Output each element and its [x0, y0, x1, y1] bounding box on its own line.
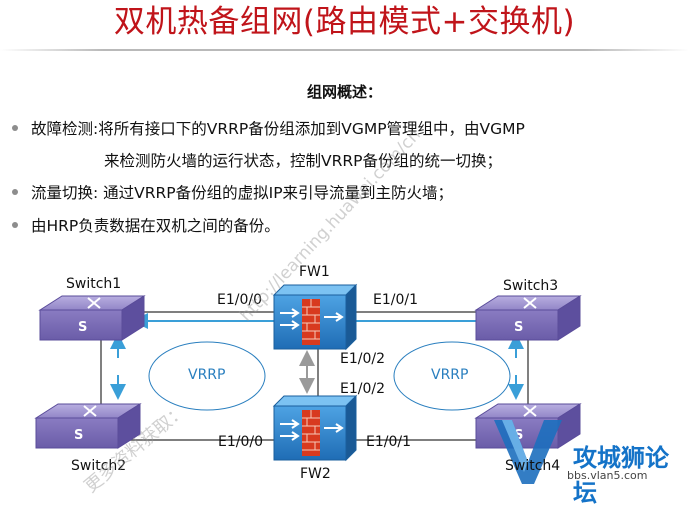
bullet-dot-icon: [12, 188, 18, 195]
switch4-label: Switch4: [505, 458, 561, 474]
bullet-text: 故障检测:将所有接口下的VRRP备份组添加到VGMP管理组中，由VGMP: [31, 120, 525, 138]
switch2-label: Switch2: [71, 458, 127, 474]
svg-text:S: S: [78, 320, 87, 335]
fw1-if-e101: E1/0/1: [373, 292, 419, 308]
switch3-icon: S: [474, 295, 582, 341]
section-heading: 组网概述：: [306, 83, 382, 101]
svg-text:S: S: [74, 428, 83, 443]
firewall1-icon: [272, 283, 358, 351]
page-title: 双机热备组网(路由模式+交换机): [113, 4, 576, 40]
vrrp-left-ellipse: [148, 341, 266, 411]
fw2-if-e101: E1/0/1: [366, 434, 412, 450]
fw1-if-e100: E1/0/0: [217, 292, 263, 308]
switch4-icon: S: [474, 403, 582, 449]
firewall2-icon: [272, 394, 358, 462]
fw2-if-e100: E1/0/0: [218, 434, 264, 450]
logo-url: bbs.vlan5.com: [567, 469, 648, 482]
svg-text:S: S: [514, 320, 523, 335]
fw2-if-e102: E1/0/2: [340, 381, 386, 397]
bullet-dot-icon: [12, 221, 18, 228]
svg-text:S: S: [514, 428, 523, 443]
fw1-if-e102: E1/0/2: [340, 351, 386, 367]
switch1-label: Switch1: [66, 276, 122, 292]
bullet-traffic-switch: 流量切换: 通过VRRP备份组的虚拟IP来引导流量到主防火墙；: [12, 182, 453, 204]
bullet-fault-detection-cont: 来检测防火墙的运行状态，控制VRRP备份组的统一切换；: [104, 152, 502, 170]
vrrp-left-label: VRRP: [188, 367, 226, 383]
switch3-label: Switch3: [503, 278, 559, 294]
bullet-text: 流量切换: 通过VRRP备份组的虚拟IP来引导流量到主防火墙；: [31, 184, 454, 202]
switch1-icon: S: [38, 295, 146, 341]
network-diagram: S S S S: [34, 283, 582, 484]
vlan5-logo-icon: [494, 420, 562, 484]
bullet-dot-icon: [12, 124, 18, 131]
vrrp-right-label: VRRP: [431, 367, 469, 383]
bullet-fault-detection: 故障检测:将所有接口下的VRRP备份组添加到VGMP管理组中，由VGMP: [12, 118, 525, 140]
fw1-label: FW1: [299, 264, 330, 280]
fw2-label: FW2: [300, 466, 331, 482]
bullet-text: 由HRP负责数据在双机之间的备份。: [31, 217, 280, 235]
bullet-hrp-backup: 由HRP负责数据在双机之间的备份。: [12, 215, 280, 237]
switch2-icon: S: [34, 403, 142, 449]
title-divider: [0, 49, 689, 51]
vrrp-right-ellipse: [393, 341, 511, 411]
